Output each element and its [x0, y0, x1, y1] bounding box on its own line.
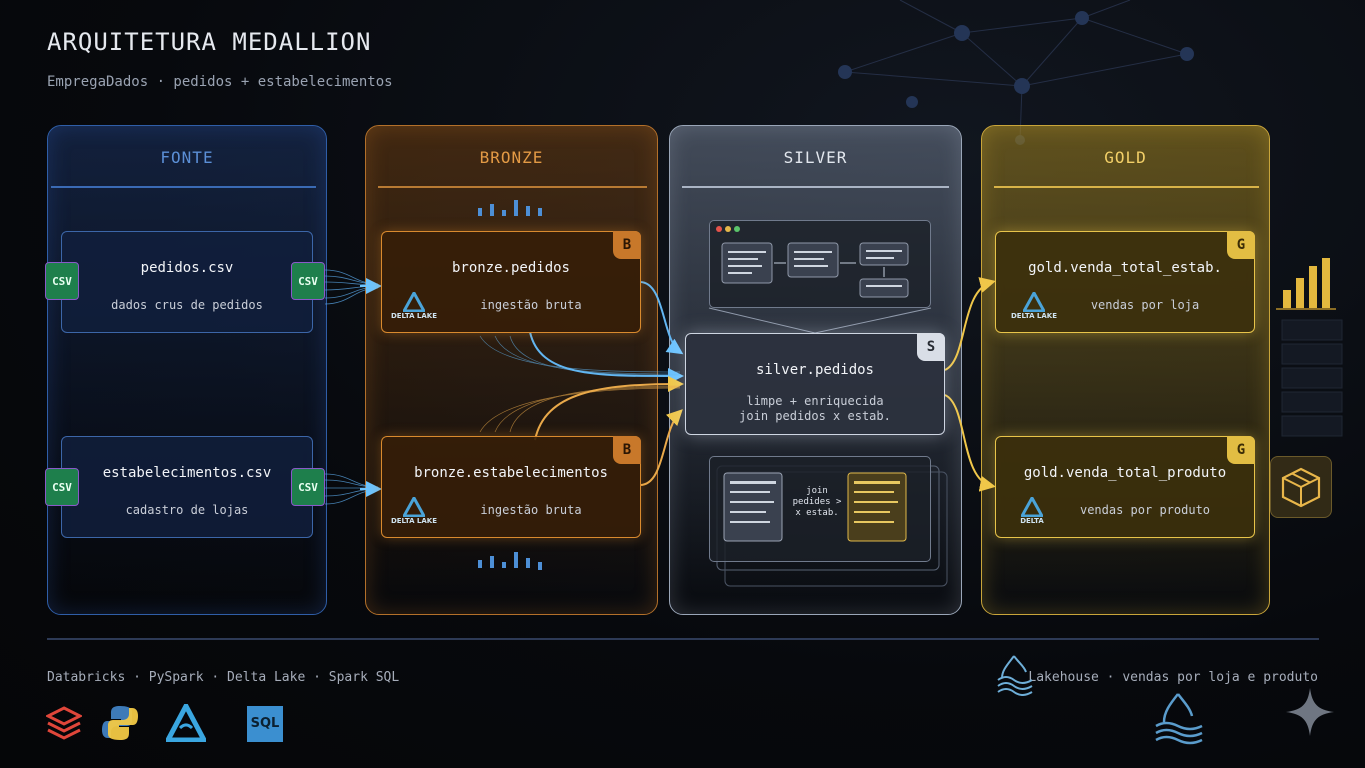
gold-card-venda-produto[interactable]: G gold.venda_total_produto vendas por pr… [995, 436, 1255, 538]
card-title: gold.venda_total_estab. [1028, 260, 1222, 276]
silver-badge: S [917, 333, 945, 361]
card-title: pedidos.csv [140, 260, 234, 276]
bronze-badge: B [613, 436, 641, 464]
bronze-badge: B [613, 231, 641, 259]
gold-badge: G [1227, 436, 1255, 464]
databricks-icon [46, 706, 82, 740]
csv-file-icon: CSV [291, 468, 325, 506]
join-label: join pedides > x estab. [792, 486, 842, 518]
column-label: GOLD [1104, 148, 1147, 167]
source-card-pedidos[interactable]: pedidos.csv dados crus de pedidos [61, 231, 313, 333]
footer-divider [47, 638, 1319, 640]
card-desc: ingestão bruta [480, 298, 582, 312]
column-label: SILVER [783, 148, 848, 167]
source-card-estabelecimentos[interactable]: estabelecimentos.csv cadastro de lojas [61, 436, 313, 538]
delta-lake-icon: DELTA LAKE [386, 292, 442, 326]
column-label: BRONZE [479, 148, 544, 167]
sql-icon: SQL [247, 706, 283, 742]
page-subtitle: EmpregaDados · pedidos + estabelecimento… [47, 74, 393, 90]
csv-file-icon: CSV [45, 468, 79, 506]
card-title: gold.venda_total_produto [1023, 465, 1227, 481]
silver-card-pedidos[interactable]: S silver.pedidos limpe + enriquecida joi… [685, 333, 945, 435]
gold-badge: G [1227, 231, 1255, 259]
column-divider [378, 186, 647, 188]
column-divider [51, 186, 316, 188]
join-tables-diagram [723, 472, 907, 542]
delta-lake-icon: DELTA LAKE [386, 497, 442, 531]
card-title: bronze.estabelecimentos [414, 465, 608, 481]
bar-chart-icon [1276, 258, 1336, 310]
sparkle-icon [1286, 688, 1334, 736]
column-label: FONTE [160, 148, 214, 167]
bronze-card-pedidos[interactable]: B bronze.pedidos ingestão bruta DELTA LA… [381, 231, 641, 333]
lakehouse-icon [997, 655, 1033, 696]
page-title: ARQUITETURA MEDALLION [47, 28, 372, 56]
card-desc: limpe + enriquecida join pedidos x estab… [739, 394, 891, 423]
card-desc: dados crus de pedidos [111, 298, 263, 312]
card-title: silver.pedidos [755, 362, 874, 378]
csv-file-icon: CSV [291, 262, 325, 300]
card-desc: cadastro de lojas [125, 503, 249, 517]
transform-steps-diagram [716, 226, 909, 298]
delta-lake-icon [166, 704, 206, 742]
column-divider [994, 186, 1259, 188]
python-icon [102, 706, 138, 740]
box-icon [1270, 456, 1332, 518]
tech-stack-label: Databricks · PySpark · Delta Lake · Spar… [47, 670, 400, 685]
card-desc: vendas por produto [1079, 503, 1211, 517]
delta-lake-icon: DELTA [1004, 497, 1060, 531]
card-title: estabelecimentos.csv [102, 465, 272, 481]
csv-file-icon: CSV [45, 262, 79, 300]
card-title: bronze.pedidos [451, 260, 570, 276]
bronze-card-estabelecimentos[interactable]: B bronze.estabelecimentos ingestão bruta… [381, 436, 641, 538]
silver-join-panel [709, 456, 931, 562]
lakehouse-icon [1155, 693, 1203, 745]
delta-lake-icon: DELTA LAKE [1006, 292, 1062, 326]
card-desc: ingestão bruta [480, 503, 582, 517]
gold-card-venda-estab[interactable]: G gold.venda_total_estab. vendas por loj… [995, 231, 1255, 333]
lakehouse-label: Lakehouse · vendas por loja e produto [1028, 670, 1318, 685]
silver-transform-panel [709, 220, 931, 308]
column-divider [682, 186, 949, 188]
card-desc: vendas por loja [1090, 298, 1200, 312]
